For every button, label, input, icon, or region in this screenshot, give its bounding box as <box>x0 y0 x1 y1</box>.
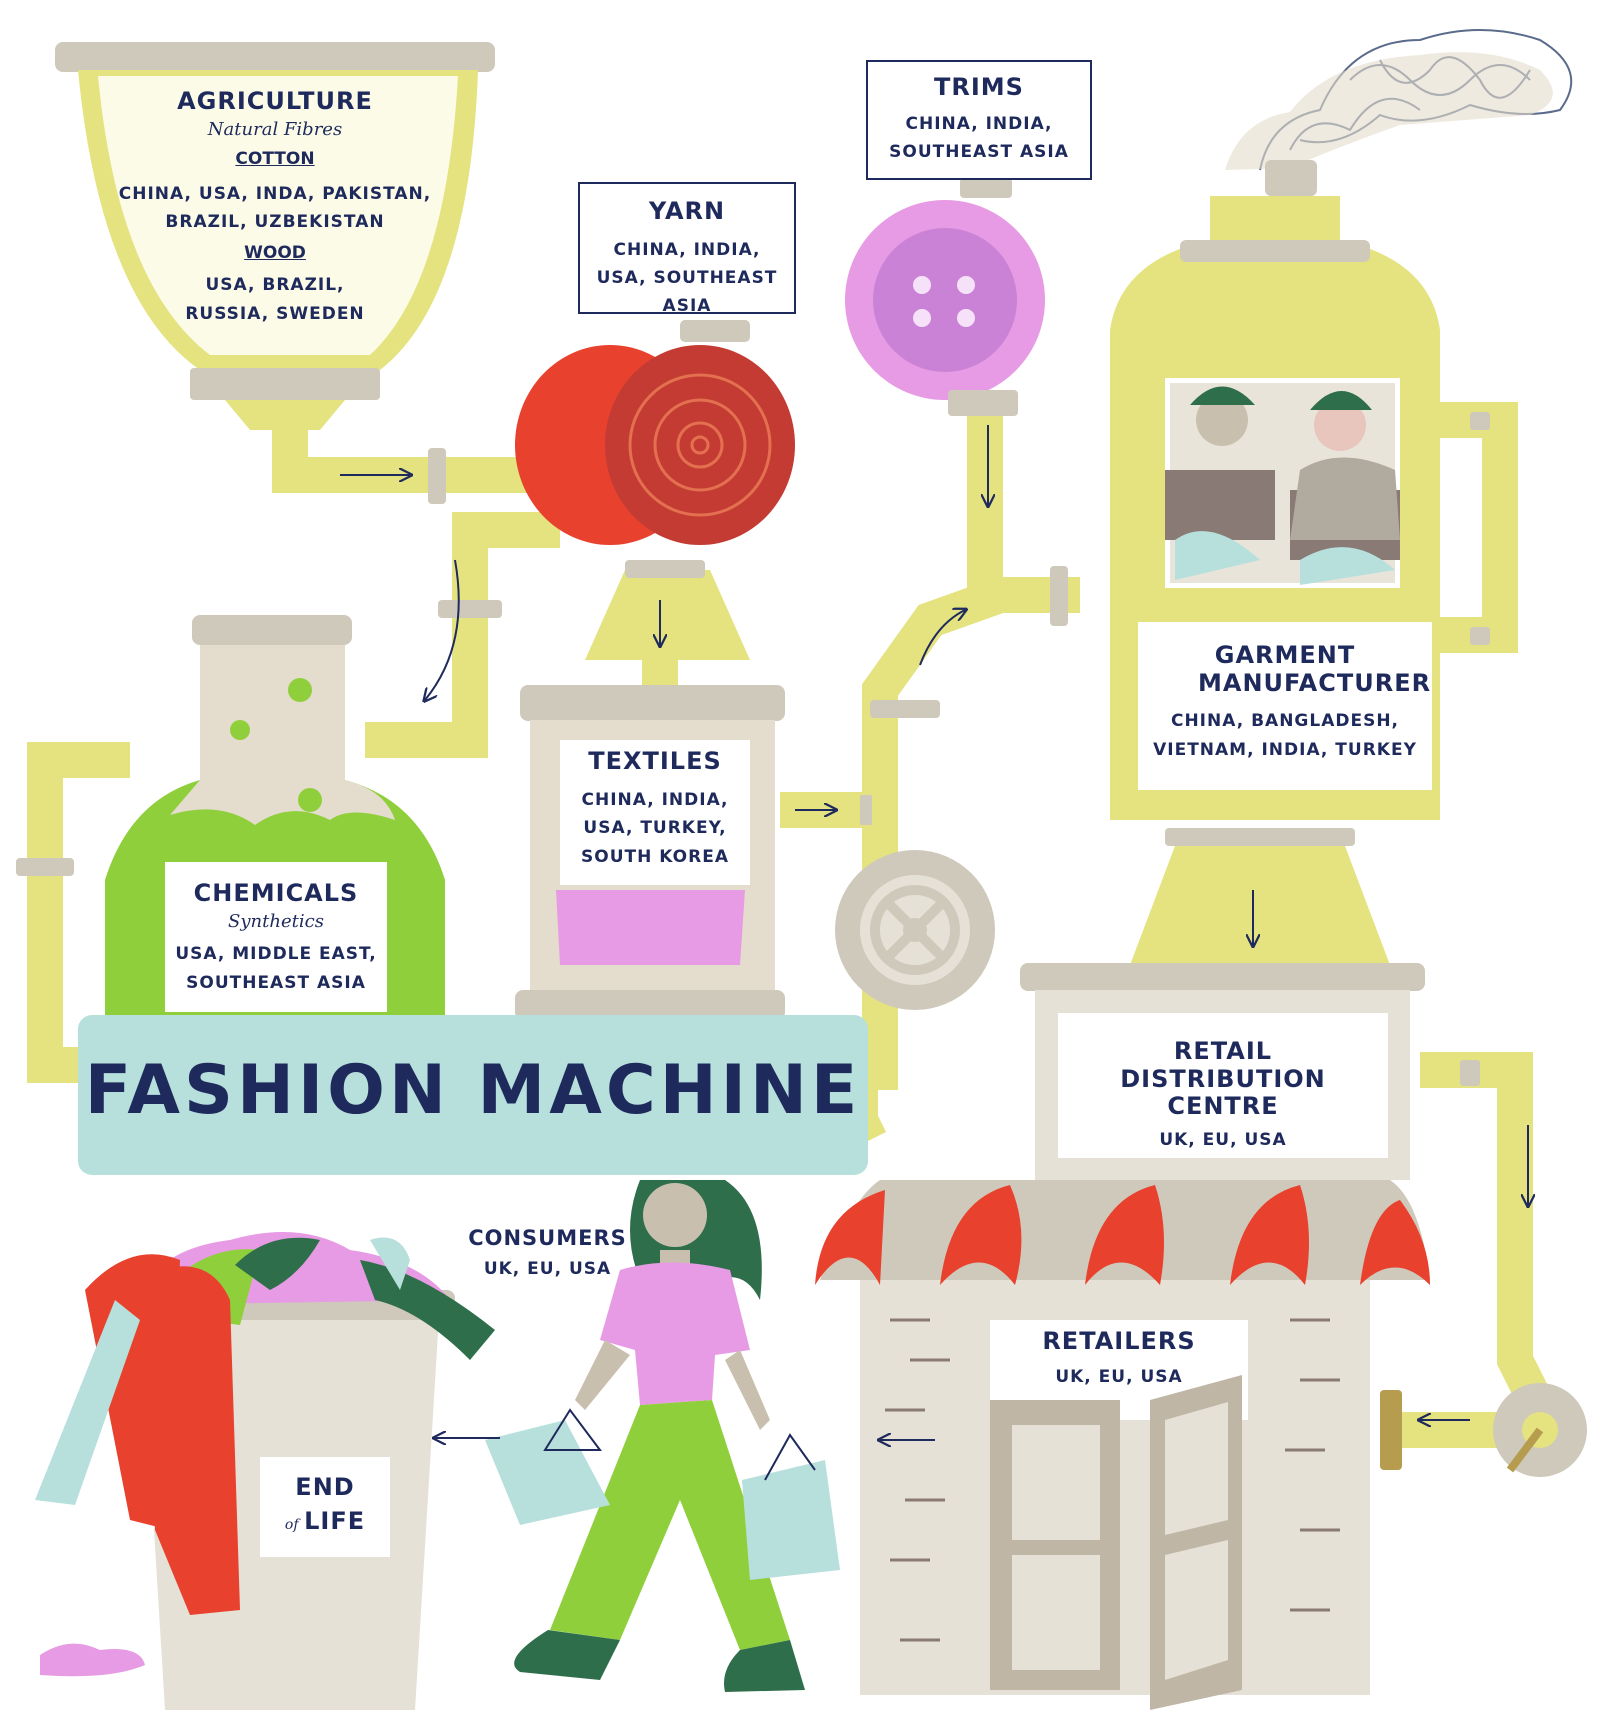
pipe-chemicals-machine <box>27 742 130 1083</box>
cotton-label: COTTON <box>235 149 315 170</box>
textiles-heading: TEXTILES <box>588 747 722 775</box>
pipe-machine-garment <box>862 577 1080 1090</box>
agriculture-hopper <box>55 42 495 430</box>
wood-countries: USA, BRAZIL, RUSSIA, SWEDEN <box>185 275 365 324</box>
retailers-heading: RETAILERS <box>1042 1327 1196 1355</box>
yarn-label: YARN CHINA, INDIA, USA, SOUTHEAST ASIA <box>578 182 796 316</box>
trims-heading: TRIMS <box>934 73 1024 101</box>
retailers-label: RETAILERS UK, EU, USA <box>990 1327 1248 1387</box>
retail-shop <box>815 1180 1430 1710</box>
chemicals-countries: USA, MIDDLE EAST, SOUTHEAST ASIA <box>175 944 377 994</box>
textiles-label: TEXTILES CHINA, INDIA, USA, TURKEY, SOUT… <box>560 747 750 872</box>
agriculture-subtitle: Natural Fibres <box>207 118 343 140</box>
distribution-countries: UK, EU, USA <box>1159 1129 1287 1150</box>
garment-heading: GARMENT MANUFACTURER <box>1198 641 1432 697</box>
flow-arrows <box>340 425 1528 1440</box>
machine-banner <box>78 1015 868 1175</box>
yarn-spool <box>515 320 795 660</box>
consumer-figure <box>485 1180 840 1692</box>
yarn-countries: CHINA, INDIA, USA, SOUTHEAST ASIA <box>596 239 778 316</box>
pipe-agriculture-yarn <box>272 430 530 493</box>
pipe-distribution-down <box>1420 1052 1552 1409</box>
agriculture-label: AGRICULTURE Natural Fibres COTTON CHINA,… <box>110 87 440 328</box>
end-of-life-of: of <box>284 1516 299 1533</box>
distribution-label: RETAIL DISTRIBUTION CENTRE UK, EU, USA <box>1058 1037 1388 1150</box>
retailers-countries: UK, EU, USA <box>1055 1366 1183 1387</box>
trims-label: TRIMS CHINA, INDIA, SOUTHEAST ASIA <box>866 60 1092 180</box>
smoke-cloud <box>1225 52 1553 171</box>
chemicals-label: CHEMICALS Synthetics USA, MIDDLE EAST, S… <box>165 879 387 998</box>
consumers-label: CONSUMERS UK, EU, USA <box>455 1226 640 1280</box>
end-of-life-bin <box>35 1232 495 1710</box>
textiles-countries: CHINA, INDIA, USA, TURKEY, SOUTH KOREA <box>581 789 729 868</box>
agriculture-heading: AGRICULTURE <box>177 87 373 115</box>
garment-factory <box>1110 160 1440 965</box>
pipe-joints <box>16 412 1490 1086</box>
distribution-centre <box>1020 963 1425 1180</box>
consumers-countries: UK, EU, USA <box>483 1259 612 1280</box>
consumers-heading: CONSUMERS <box>468 1226 627 1250</box>
end-of-life-line2: LIFE <box>304 1506 366 1535</box>
fashion-machine-title: FASHION MACHINE <box>84 1051 862 1130</box>
chemicals-heading: CHEMICALS <box>193 879 359 907</box>
garment-label: GARMENT MANUFACTURER CHINA, BANGLADESH, … <box>1138 641 1432 765</box>
yarn-heading: YARN <box>648 197 726 225</box>
distribution-heading: RETAIL DISTRIBUTION CENTRE <box>1120 1037 1326 1121</box>
garment-countries: CHINA, BANGLADESH, VIETNAM, INDIA, TURKE… <box>1153 711 1417 761</box>
textiles-canister <box>515 685 785 1020</box>
button-trims <box>845 178 1045 416</box>
cotton-countries: CHINA, USA, INDA, PAKISTAN, BRAZIL, UZBE… <box>118 183 432 232</box>
chemicals-flask <box>105 615 445 1020</box>
end-of-life-label: END of LIFE <box>260 1473 390 1535</box>
wood-label: WOOD <box>244 242 306 263</box>
chemicals-subtitle: Synthetics <box>228 910 324 932</box>
pipe-garment-side <box>1440 402 1518 653</box>
trims-countries: CHINA, INDIA, SOUTHEAST ASIA <box>889 113 1069 162</box>
valve-wheel <box>835 850 995 1010</box>
end-of-life-line1: END <box>295 1473 355 1501</box>
outlet-valve <box>1380 1383 1587 1477</box>
